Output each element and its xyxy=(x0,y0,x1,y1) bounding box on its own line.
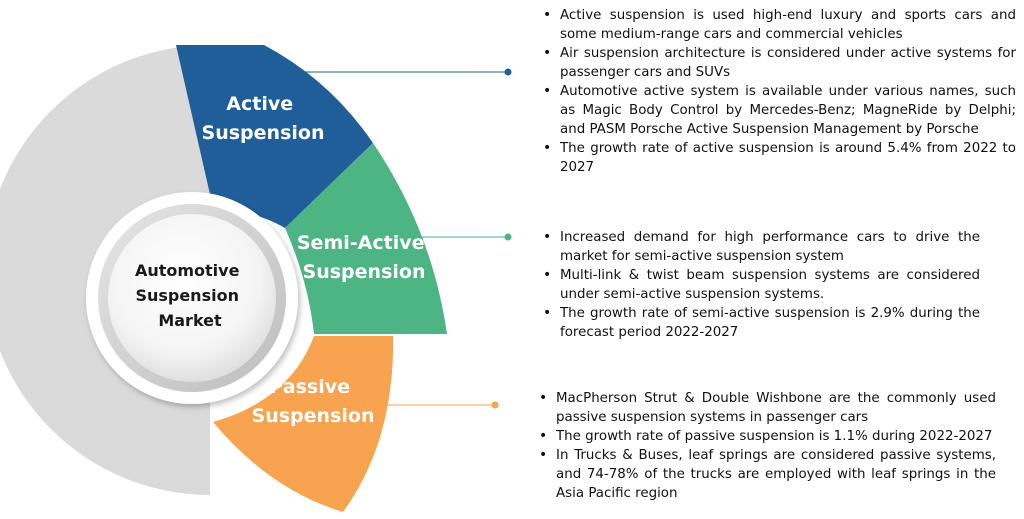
market-hub xyxy=(86,192,298,404)
list-item: The growth rate of semi-active suspensio… xyxy=(540,304,980,342)
list-item: Multi-link & twist beam suspension syste… xyxy=(540,266,980,304)
market-hub-title: Automotive Suspension Market xyxy=(135,261,245,330)
active-suspension-segment[interactable] xyxy=(176,45,373,228)
semi-active-suspension-label: Semi-Active Suspension xyxy=(297,232,431,283)
passive-suspension-segment[interactable] xyxy=(213,336,394,512)
active-suspension-notes: Active suspension is used high-end luxur… xyxy=(540,6,1016,177)
list-item: The growth rate of active suspension is … xyxy=(540,139,1016,177)
list-item: Active suspension is used high-end luxur… xyxy=(540,6,1016,44)
active-suspension-label: Active Suspension xyxy=(202,93,325,144)
passive-suspension-notes: MacPherson Strut & Double Wishbone are t… xyxy=(536,389,996,503)
list-item: The growth rate of passive suspension is… xyxy=(536,427,996,446)
list-item: MacPherson Strut & Double Wishbone are t… xyxy=(536,389,996,427)
list-item: Automotive active system is available un… xyxy=(540,82,1016,139)
semi-active-suspension-notes: Increased demand for high performance ca… xyxy=(540,228,980,342)
semi-active-suspension-segment[interactable] xyxy=(285,143,447,334)
active-connector-dot xyxy=(504,68,512,76)
list-item: Increased demand for high performance ca… xyxy=(540,228,980,266)
passive-suspension-label: Passive Suspension xyxy=(252,376,375,427)
passive-connector-dot xyxy=(491,401,499,409)
semi-active-connector-dot xyxy=(504,233,512,241)
list-item: In Trucks & Buses, leaf springs are cons… xyxy=(536,446,996,503)
list-item: Air suspension architecture is considere… xyxy=(540,44,1016,82)
